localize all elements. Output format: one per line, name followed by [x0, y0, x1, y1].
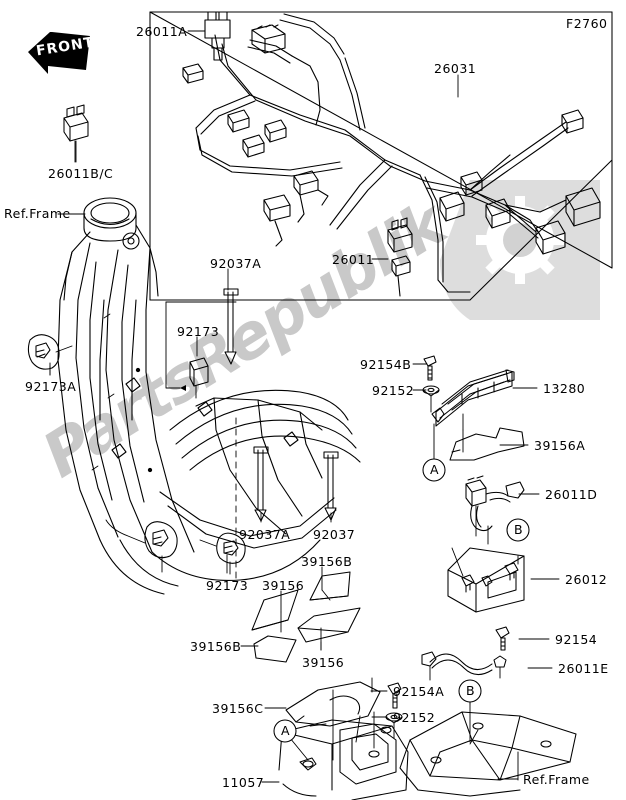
ref-marker-label: A	[281, 723, 291, 738]
front-direction-badge: FRONT	[22, 30, 95, 74]
damper-39156a	[449, 427, 525, 461]
battery-lead-26011e	[421, 651, 507, 681]
clip-92173-upper	[165, 301, 237, 399]
callout-label: 26011E	[558, 661, 609, 676]
pad-39156-right	[297, 607, 361, 643]
callout-label: 92154A	[393, 684, 445, 699]
battery-lead-26011d	[465, 475, 525, 545]
ref-frame-bottom	[399, 699, 577, 797]
clamp-92173a-lower	[105, 519, 178, 573]
callout-label: 92037	[313, 527, 356, 542]
frame-assembly	[57, 197, 361, 595]
callout-leaders	[49, 30, 560, 783]
pad-39156b-upper	[309, 571, 351, 601]
washer-92152	[422, 385, 440, 397]
callout-label: Ref.Frame	[4, 206, 71, 221]
callout-label: 92037A	[239, 527, 291, 542]
pad-39156c	[285, 681, 381, 727]
callout-label: 39156C	[212, 701, 264, 716]
box-diagonal-a	[149, 11, 613, 269]
callout-label: 26011D	[545, 487, 598, 502]
callout-label: 92154B	[360, 357, 412, 372]
ref-marker-circle	[506, 518, 530, 542]
callout-label: 92154	[555, 632, 598, 647]
callout-label: 39156	[262, 578, 305, 593]
callout-label: 26011	[332, 252, 375, 267]
callout-label: 26031	[434, 61, 477, 76]
leader-39156b-up	[321, 589, 331, 601]
ref-marker-circle	[422, 458, 446, 482]
callout-label: 26011B/C	[48, 166, 114, 181]
clamp-92173a-upper	[27, 334, 73, 376]
callout-label: 39156	[302, 655, 345, 670]
battery-holder-13280	[431, 369, 515, 427]
wire-harness-26031	[182, 11, 601, 297]
callout-label: 26011A	[136, 24, 188, 39]
callout-label: 92152	[393, 710, 436, 725]
callout-label: 92173	[177, 324, 220, 339]
bolt-92154b	[423, 355, 437, 381]
band-clamp-92037a-bottom	[253, 446, 269, 522]
callout-label: 39156B	[190, 639, 242, 654]
band-clamp-92037a-top	[223, 288, 239, 365]
bracket-11057	[278, 689, 409, 800]
band-clamp-92037-bottom	[323, 451, 339, 521]
diagram-code: F2760	[566, 16, 608, 31]
ref-marker-label: B	[466, 683, 476, 698]
pad-39156-upper	[251, 589, 299, 631]
callout-label: 92173	[206, 578, 249, 593]
ref-marker-label: A	[430, 462, 440, 477]
callout-label: 92173A	[25, 379, 77, 394]
callout-label: 39156B	[301, 554, 353, 569]
ref-marker-circles	[273, 458, 530, 743]
bolt-92154a	[387, 682, 402, 709]
clip-92173-lower	[199, 532, 246, 575]
callout-label: Ref.Frame	[523, 772, 590, 787]
callout-label: 13280	[543, 381, 586, 396]
callout-label: 26012	[565, 572, 608, 587]
callout-label: 92152	[372, 383, 415, 398]
callout-label: 11057	[222, 775, 265, 790]
ref-marker-label: B	[514, 522, 524, 537]
ref-marker-circle	[273, 719, 297, 743]
battery-26012	[447, 547, 525, 613]
connector-26011bc	[63, 104, 89, 163]
callout-label: 39156A	[534, 438, 586, 453]
pad-39156b-left	[253, 635, 297, 663]
ref-marker-circle	[458, 679, 482, 703]
bolt-92154	[495, 626, 510, 651]
callout-label: 92037A	[210, 256, 262, 271]
